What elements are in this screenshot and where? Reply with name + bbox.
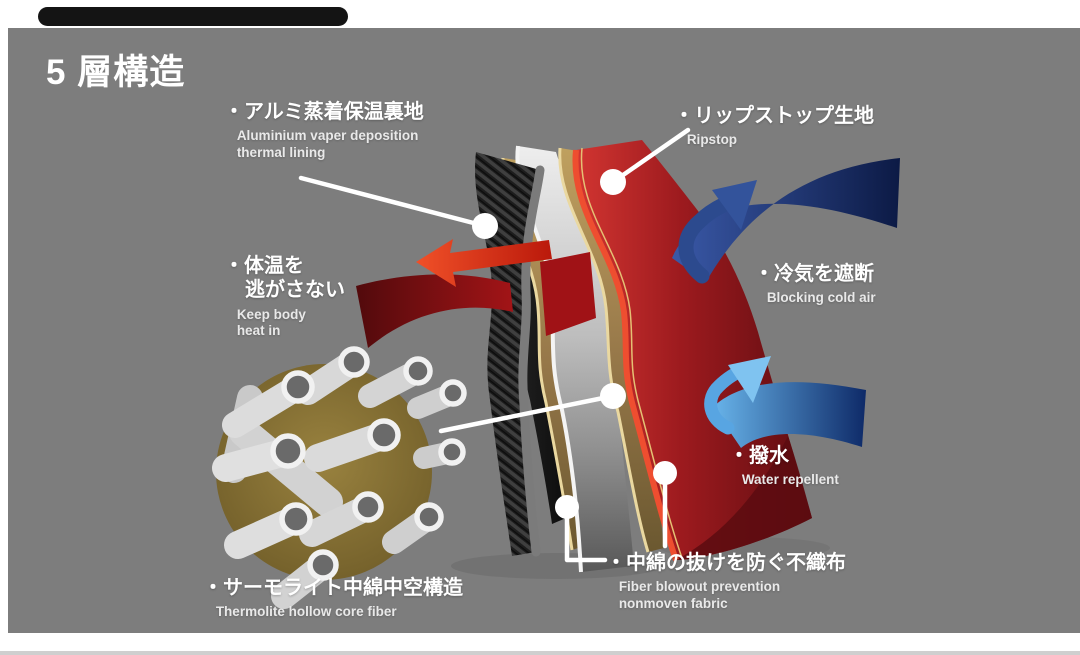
label-nonwoven: ・中綿の抜けを防ぐ不織布 Fiber blowout prevention no… bbox=[606, 551, 846, 612]
fiber-macro-circle bbox=[212, 346, 467, 609]
top-black-bar bbox=[38, 7, 348, 26]
label-thermolite: ・サーモライト中綿中空構造 Thermolite hollow core fib… bbox=[203, 576, 463, 621]
label-thermolite-en: Thermolite hollow core fiber bbox=[215, 604, 397, 620]
fiber-tube-openings bbox=[270, 346, 467, 581]
label-water-repellent: ・撥水 Water repellent bbox=[729, 444, 839, 489]
layer-ripstop-red bbox=[572, 140, 812, 561]
label-ripstop: ・リップストップ生地 Ripstop bbox=[674, 104, 874, 149]
label-keep-heat-jp: ・体温を 逃がさない bbox=[224, 255, 345, 302]
callout-line-ripstop bbox=[610, 127, 691, 185]
label-thermal-lining-jp: ・アルミ蒸着保温裏地 bbox=[224, 101, 424, 123]
label-thermal-lining: ・アルミ蒸着保温裏地 Aluminium vaper deposition th… bbox=[224, 100, 424, 161]
label-keep-heat: ・体温を 逃がさない Keep body heat in bbox=[224, 254, 345, 340]
heat-band bbox=[356, 274, 513, 348]
label-keep-heat-en: Keep body heat in bbox=[236, 306, 306, 339]
water-arrow bbox=[704, 356, 866, 448]
layer-nonwoven-outer bbox=[558, 147, 664, 553]
heat-return-arrow bbox=[416, 239, 552, 287]
callout-line-thermal bbox=[298, 175, 488, 229]
label-ripstop-en: Ripstop bbox=[686, 132, 738, 148]
callout-line-nonwoven-inner bbox=[564, 504, 608, 563]
bottom-divider-strip bbox=[0, 651, 1080, 655]
label-thermal-lining-en: Aluminium vaper deposition thermal linin… bbox=[236, 128, 419, 160]
label-block-cold-jp: ・冷気を遮断 bbox=[754, 263, 874, 285]
heat-band-between-layers bbox=[540, 252, 596, 336]
label-nonwoven-jp: ・中綿の抜けを防ぐ不織布 bbox=[606, 552, 846, 574]
label-ripstop-jp: ・リップストップ生地 bbox=[674, 105, 874, 127]
page-title: 5 層構造 bbox=[46, 53, 186, 92]
label-block-cold: ・冷気を遮断 Blocking cold air bbox=[754, 262, 876, 307]
label-water-repellent-jp: ・撥水 bbox=[729, 445, 789, 467]
label-thermolite-jp: ・サーモライト中綿中空構造 bbox=[203, 577, 463, 599]
cold-air-arrow bbox=[672, 158, 900, 284]
callout-lines bbox=[298, 127, 691, 563]
label-water-repellent-en: Water repellent bbox=[741, 472, 839, 488]
callout-line-thermolite bbox=[438, 393, 616, 434]
label-nonwoven-en: Fiber blowout prevention nonmoven fabric bbox=[618, 579, 781, 611]
callout-dots bbox=[472, 169, 677, 519]
label-block-cold-en: Blocking cold air bbox=[766, 290, 876, 306]
